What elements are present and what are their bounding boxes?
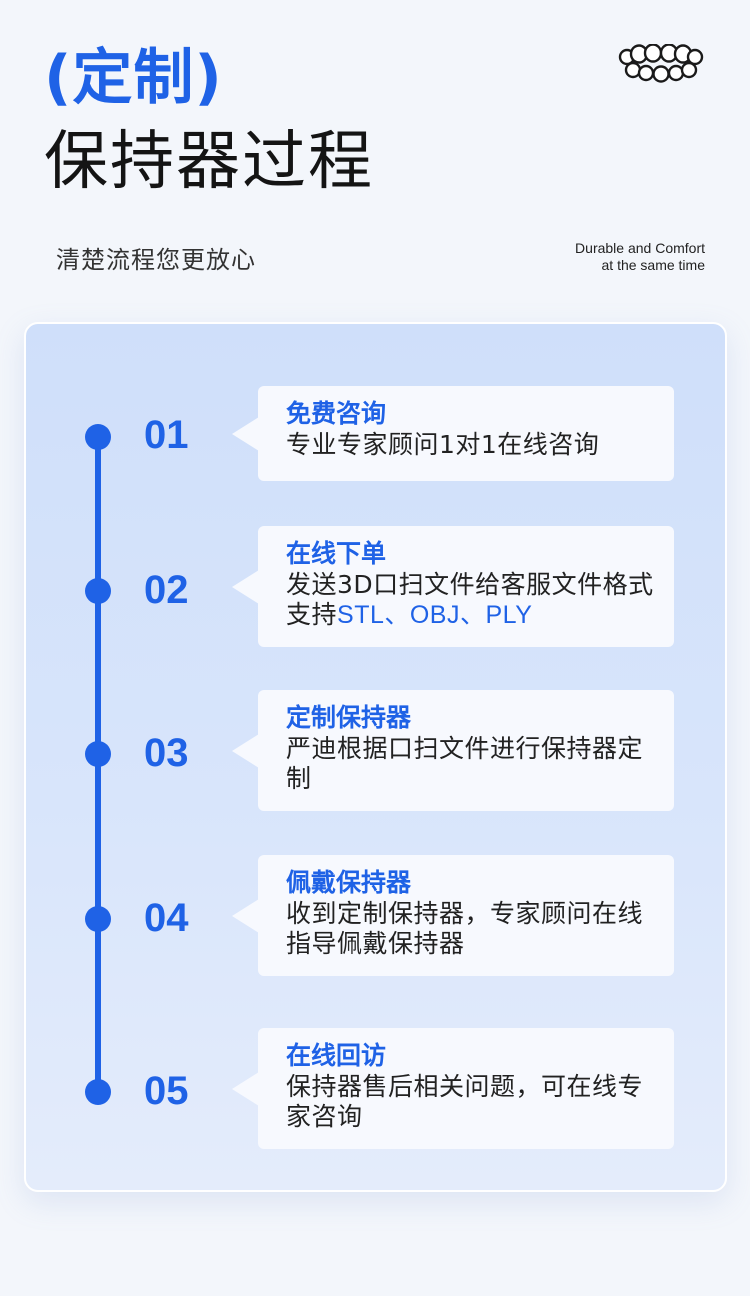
step-2-formats: STL、OBJ、PLY (337, 601, 533, 629)
step-5-number: 05 (144, 1069, 189, 1113)
step-3-dot (85, 741, 111, 767)
step-1-dot (85, 424, 111, 450)
step-5-title: 在线回访 (286, 1041, 387, 1070)
step-3-title: 定制保持器 (286, 703, 412, 732)
step-1-title: 免费咨询 (286, 399, 387, 428)
tagline: Durable and Comfort at the same time (485, 240, 705, 274)
page-subtitle: 清楚流程您更放心 (56, 246, 256, 274)
step-2-title: 在线下单 (286, 539, 387, 568)
step-1-number: 01 (144, 413, 189, 457)
teeth-icon (618, 44, 704, 83)
step-4-number: 04 (144, 896, 189, 940)
step-3-desc: 严迪根据口扫文件进行保持器定制 (286, 734, 644, 793)
step-2-box: 在线下单 发送3D口扫文件给客服文件格式支持STL、OBJ、PLY (258, 526, 674, 647)
tagline-line-2: at the same time (601, 257, 706, 273)
page-title: 保持器过程 (44, 125, 374, 199)
step-4-dot (85, 906, 111, 932)
step-2-desc: 发送3D口扫文件给客服文件格式支持STL、OBJ、PLY (286, 570, 658, 630)
step-1-box: 免费咨询 专业专家顾问1对1在线咨询 (258, 386, 674, 481)
tagline-line-1: Durable and Comfort (575, 240, 705, 256)
step-5-box: 在线回访 保持器售后相关问题，可在线专家咨询 (258, 1028, 674, 1149)
step-4-title: 佩戴保持器 (286, 868, 412, 897)
page-title-custom: (定制) (44, 43, 223, 113)
step-3-number: 03 (144, 731, 189, 775)
step-1-desc: 专业专家顾问1对1在线咨询 (286, 430, 600, 459)
step-2-dot (85, 578, 111, 604)
step-4-box: 佩戴保持器 收到定制保持器，专家顾问在线指导佩戴保持器 (258, 855, 674, 976)
step-2-number: 02 (144, 568, 189, 612)
step-5-desc: 保持器售后相关问题，可在线专家咨询 (286, 1072, 644, 1131)
step-2-desc-text: 发送3D口扫文件给客服文件格式支持 (286, 570, 654, 629)
step-3-box: 定制保持器 严迪根据口扫文件进行保持器定制 (258, 690, 674, 811)
step-5-dot (85, 1079, 111, 1105)
step-4-desc: 收到定制保持器，专家顾问在线指导佩戴保持器 (286, 899, 644, 958)
